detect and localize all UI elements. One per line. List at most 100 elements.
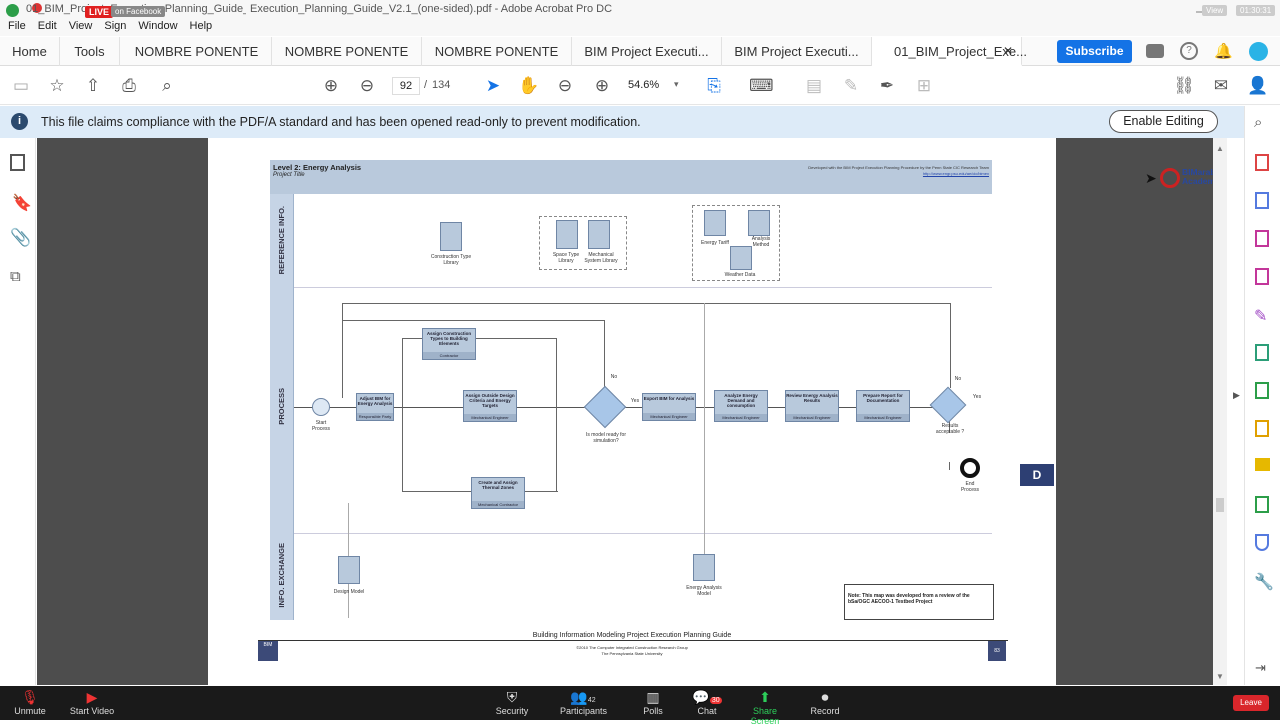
collapse-right-icon[interactable]: ▶ bbox=[1233, 390, 1240, 400]
chat-label: Chat bbox=[697, 706, 717, 716]
chevron-down-icon[interactable]: ▾ bbox=[674, 79, 679, 89]
bell-icon[interactable]: 🔔 bbox=[1214, 43, 1233, 60]
map-title: Level 2: Energy Analysis bbox=[273, 163, 362, 172]
export-pdf-icon[interactable] bbox=[1255, 154, 1269, 171]
tab-document[interactable]: BIM Project Executi... bbox=[572, 37, 722, 66]
search-icon[interactable]: ⌕ bbox=[162, 76, 172, 95]
chat-icon: 💬30 bbox=[692, 689, 722, 705]
more-tools-icon[interactable]: ⊞ bbox=[916, 76, 932, 95]
start-video-button[interactable]: ▶Start Video bbox=[68, 688, 116, 716]
help-icon[interactable]: ? bbox=[1180, 42, 1198, 60]
tab-document[interactable]: NOMBRE PONENTE bbox=[272, 37, 422, 66]
map-credit-link[interactable]: http://www.engr.psu.edu/ae/cic/bimex bbox=[922, 171, 989, 176]
tab-document[interactable]: NOMBRE PONENTE bbox=[122, 37, 272, 66]
combine-icon[interactable] bbox=[1255, 420, 1269, 437]
menu-help[interactable]: Help bbox=[189, 20, 213, 32]
menu-edit[interactable]: Edit bbox=[37, 20, 57, 32]
view-button[interactable]: View bbox=[1202, 5, 1228, 16]
info-message: This file claims compliance with the PDF… bbox=[41, 115, 641, 129]
unmute-button[interactable]: 🎙Unmute bbox=[10, 688, 50, 716]
fit-page-icon[interactable]: ⎘ bbox=[707, 76, 721, 95]
scroll-up-icon[interactable]: ▲ bbox=[1216, 144, 1224, 153]
close-icon[interactable]: ✕ bbox=[1002, 44, 1013, 58]
process-label: Export BIM for Analysis bbox=[643, 396, 695, 401]
vertical-scrollbar[interactable]: ▲ ▼ bbox=[1213, 138, 1227, 685]
logo-mark-icon bbox=[1160, 168, 1180, 188]
process-role: Mechanical Engineer bbox=[857, 414, 909, 421]
exchange-label: Energy Analysis Model bbox=[686, 585, 722, 597]
save-icon[interactable]: ▭ bbox=[12, 76, 30, 95]
compare-icon[interactable] bbox=[1255, 382, 1269, 399]
scroll-thumb[interactable] bbox=[1216, 498, 1224, 512]
participants-icon: 👥42 bbox=[570, 689, 596, 705]
menu-sign[interactable]: Sign bbox=[104, 20, 127, 32]
sign-icon[interactable]: ✒ bbox=[879, 76, 895, 95]
menu-window[interactable]: Window bbox=[138, 20, 178, 32]
scroll-down-icon[interactable]: ▼ bbox=[1216, 672, 1224, 681]
bookmark-icon[interactable]: 🔖 bbox=[12, 195, 32, 212]
protect-icon[interactable] bbox=[1255, 534, 1269, 551]
organize-pages-icon[interactable] bbox=[1255, 230, 1269, 247]
minimize-icon[interactable] bbox=[1196, 11, 1206, 13]
marker-d: D bbox=[1020, 464, 1054, 486]
pen-icon[interactable]: ✎ bbox=[843, 76, 859, 95]
prev-page-icon[interactable]: ⊕ bbox=[323, 76, 339, 95]
menu-bar: File Edit View Sign Window Help bbox=[0, 20, 1280, 36]
expand-panel-icon[interactable]: ⇥ bbox=[1255, 660, 1266, 675]
tab-document[interactable]: BIM Project Executi... bbox=[722, 37, 872, 66]
print-production-icon[interactable] bbox=[1255, 496, 1269, 513]
subscribe-button[interactable]: Subscribe bbox=[1057, 40, 1132, 63]
left-nav-rail: 🔖 📎 ⧉ ◀ bbox=[0, 138, 47, 685]
tab-document[interactable]: NOMBRE PONENTE bbox=[422, 37, 572, 66]
mail-icon[interactable]: ✉ bbox=[1213, 76, 1229, 95]
pdfa-info-bar: i This file claims compliance with the P… bbox=[0, 106, 1244, 138]
zoom-out-icon[interactable]: ⊖ bbox=[557, 76, 573, 95]
leave-button[interactable]: Leave bbox=[1233, 695, 1269, 711]
comment-icon[interactable]: ▤ bbox=[805, 76, 823, 95]
comment-tool-icon[interactable] bbox=[1255, 458, 1270, 471]
share-screen-button[interactable]: ⬆Share Screen bbox=[740, 688, 790, 726]
menu-file[interactable]: File bbox=[8, 20, 26, 32]
select-cursor-icon[interactable]: ➤ bbox=[485, 76, 501, 95]
avatar[interactable] bbox=[1249, 42, 1268, 61]
participants-count: 42 bbox=[587, 697, 596, 704]
next-page-icon[interactable]: ⊖ bbox=[359, 76, 375, 95]
more-tools-wrench-icon[interactable]: 🔧 bbox=[1254, 574, 1274, 591]
tab-tools[interactable]: Tools bbox=[60, 37, 120, 66]
link-icon[interactable]: ⛓ bbox=[1173, 76, 1195, 95]
keyboard-icon[interactable]: ⌨ bbox=[749, 76, 774, 95]
tab-active-document[interactable]: 01_BIM_Project_Exe...✕ bbox=[872, 37, 1027, 66]
tab-home[interactable]: Home bbox=[0, 37, 60, 66]
hand-icon[interactable]: ✋ bbox=[518, 76, 540, 95]
page-number-input[interactable]: 92 bbox=[392, 77, 420, 95]
zoom-search-icon[interactable]: ⌕ bbox=[1254, 114, 1263, 131]
zoom-select[interactable]: 54.6% bbox=[628, 79, 660, 91]
chat-icon[interactable] bbox=[1146, 44, 1164, 58]
pdf-page: Level 2: Energy Analysis Project Title D… bbox=[208, 138, 1056, 685]
star-icon[interactable]: ☆ bbox=[49, 76, 65, 95]
enable-editing-button[interactable]: Enable Editing bbox=[1109, 110, 1218, 133]
security-button[interactable]: ⛨Security bbox=[492, 688, 532, 716]
send-review-icon[interactable] bbox=[1255, 344, 1269, 361]
live-destination: on Facebook bbox=[111, 6, 166, 17]
create-pdf-icon[interactable] bbox=[1255, 192, 1269, 209]
attachment-icon[interactable]: 📎 bbox=[10, 228, 32, 247]
shield-icon: ⛨ bbox=[506, 689, 518, 705]
menu-view[interactable]: View bbox=[68, 20, 93, 32]
zoom-in-icon[interactable]: ⊕ bbox=[594, 76, 610, 95]
window-title-rest: Execution_Planning_Guide_V2.1_(one-sided… bbox=[250, 3, 613, 15]
print-icon[interactable]: ⎙ bbox=[122, 76, 136, 95]
process-label: Analyze Energy Demand and consumption bbox=[724, 393, 758, 408]
upload-icon[interactable]: ⇧ bbox=[85, 76, 101, 95]
add-user-icon[interactable]: 👤 bbox=[1247, 76, 1269, 95]
layers-icon[interactable]: ⧉ bbox=[10, 268, 21, 285]
fill-sign-icon[interactable]: ✎ bbox=[1254, 308, 1268, 325]
title-bar: 01_BIM_Project_Execution_Planning_Guide_… bbox=[0, 0, 1280, 20]
toolbar: ▭ ☆ ⇧ ⎙ ⌕ ⊕ ⊖ 92 / 134 ➤ ✋ ⊖ ⊕ 54.6% ▾ ⎘… bbox=[0, 67, 1280, 105]
edit-pdf-icon[interactable] bbox=[1255, 268, 1269, 285]
record-button[interactable]: ⏺Record bbox=[810, 688, 840, 716]
polls-button[interactable]: ▥Polls bbox=[637, 688, 669, 716]
pages-icon[interactable] bbox=[10, 154, 25, 171]
